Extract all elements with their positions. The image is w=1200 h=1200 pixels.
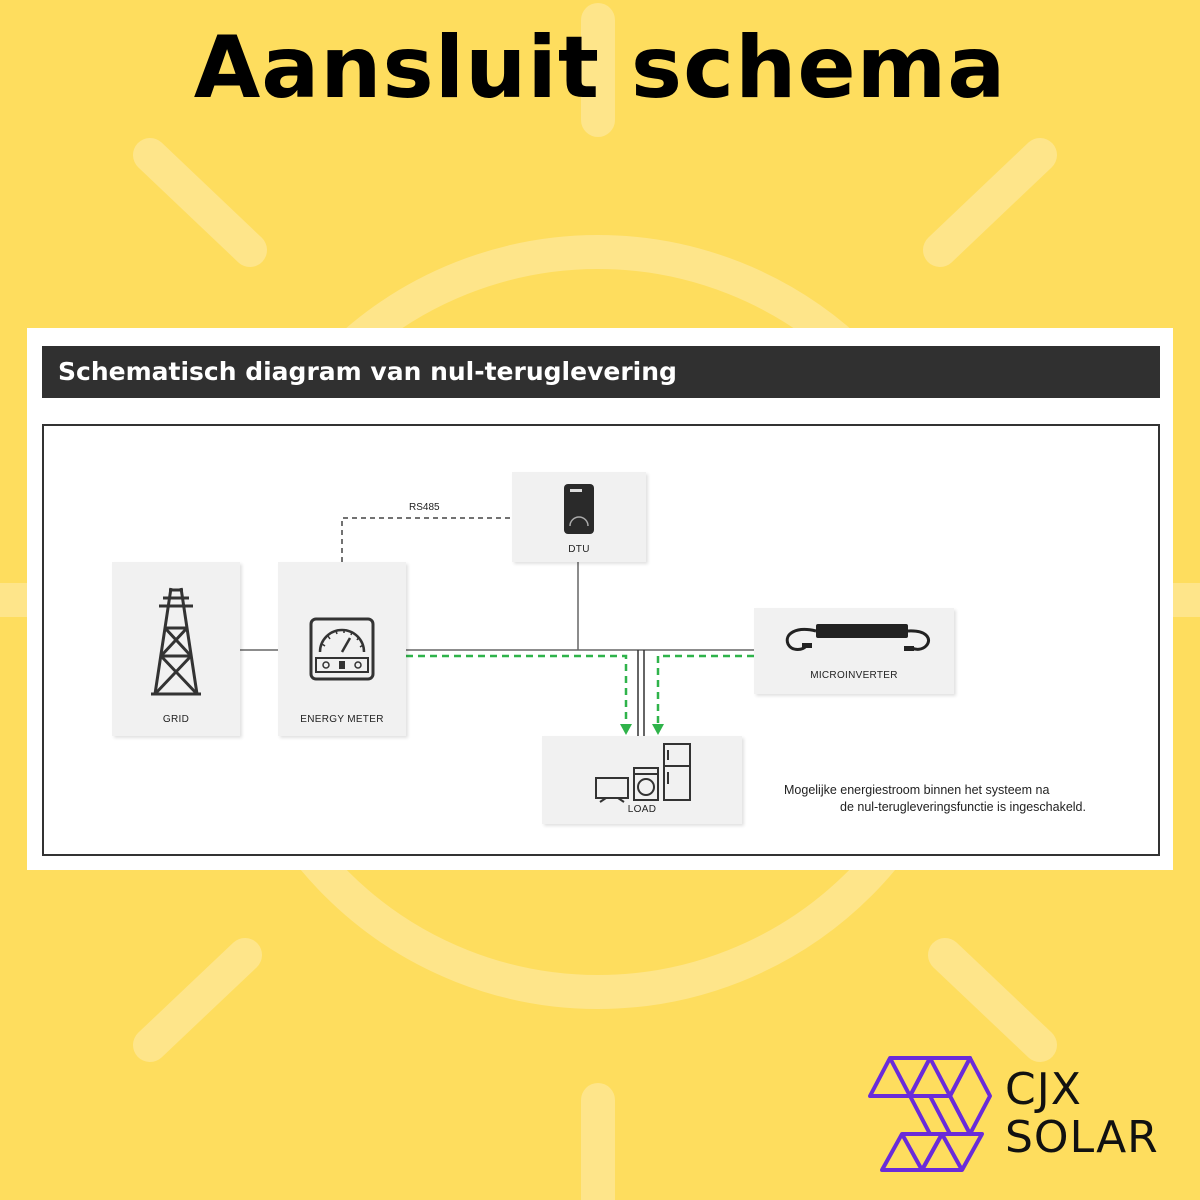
brand-line-1: CJX — [1005, 1064, 1082, 1115]
diagram-panel: Schematisch diagram van nul-terugleverin… — [27, 328, 1173, 870]
dtu-label: DTU — [568, 544, 590, 555]
cjx-solar-logo-icon — [868, 1056, 992, 1172]
diagram-header: Schematisch diagram van nul-terugleverin… — [42, 346, 1160, 398]
power-tower-icon — [151, 587, 201, 696]
grid-label: GRID — [162, 714, 190, 725]
microinverter-label: MICROINVERTER — [810, 670, 898, 681]
dtu-device-icon — [564, 484, 594, 534]
microinverter-device-icon — [785, 624, 931, 651]
load-node: LOAD — [542, 736, 742, 824]
diagram-frame: RS485 GRID — [42, 424, 1160, 856]
page-title: Aansluit schema — [193, 18, 1007, 118]
note-line-2: de nul-terugleveringsfunctie is ingescha… — [840, 800, 1086, 814]
energy-flow-note: Mogelijke energiestroom binnen het syste… — [784, 782, 1154, 816]
rs485-label: RS485 — [409, 502, 440, 513]
brand-line-2: SOLAR — [1005, 1112, 1159, 1163]
diagram-wires — [240, 517, 754, 736]
energy-meter-label: ENERGY METER — [300, 714, 384, 725]
grid-node: GRID — [112, 562, 240, 736]
energy-meter-node: ENERGY METER — [278, 562, 406, 736]
appliances-icon — [595, 743, 691, 803]
meter-gauge-icon — [309, 617, 375, 681]
load-label: LOAD — [627, 804, 657, 815]
note-line-1: Mogelijke energiestroom binnen het syste… — [784, 783, 1050, 797]
microinverter-node: MICROINVERTER — [754, 608, 954, 694]
dtu-node: DTU — [512, 472, 646, 562]
